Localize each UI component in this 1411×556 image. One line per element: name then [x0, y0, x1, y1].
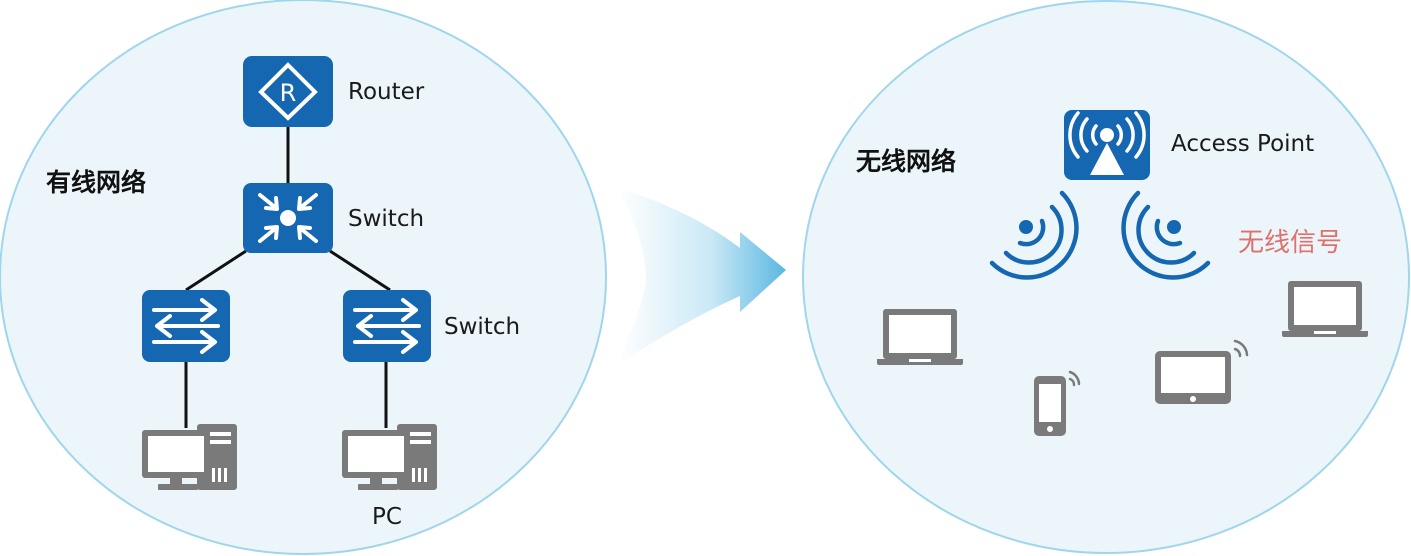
router-icon: R: [243, 56, 333, 127]
core-to-left-switch-link: [185, 249, 247, 292]
core-switch-label: Switch: [348, 206, 425, 232]
pc-label: PC: [372, 504, 402, 530]
wired-connections: [184, 127, 391, 428]
wired-network-title: 有线网络: [46, 168, 147, 197]
router-label: Router: [348, 79, 425, 105]
access-switch-label: Switch: [444, 314, 521, 340]
access-point-label: Access Point: [1171, 131, 1315, 157]
svg-text:R: R: [280, 79, 297, 107]
wireless-signal-label: 无线信号: [1238, 228, 1343, 258]
wired-network-bubble: [0, 0, 607, 555]
laptop-icon-left: [877, 309, 963, 365]
access-point-icon: [1064, 110, 1150, 180]
wireless-network-bubble: [802, 0, 1410, 554]
phone-icon: [1034, 370, 1081, 436]
access-switch-icon-left: [140, 288, 232, 364]
laptop-icon-right: [1282, 281, 1368, 337]
transition-arrow: [618, 188, 786, 364]
core-switch-icon: [243, 183, 333, 253]
access-switch-icon-right: [341, 288, 433, 364]
wireless-network-title: 无线网络: [856, 147, 957, 176]
tablet-icon: [1155, 339, 1249, 404]
core-to-right-switch-link: [329, 249, 391, 292]
